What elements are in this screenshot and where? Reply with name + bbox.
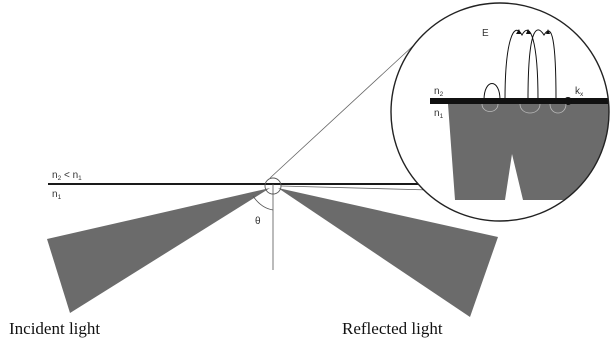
inset-label-outer-medium: n2 bbox=[434, 86, 444, 98]
label-angle: θ bbox=[255, 216, 261, 227]
zoom-connector-lower bbox=[280, 185, 431, 191]
caption-reflected: Reflected light bbox=[342, 319, 443, 338]
reflected-beam bbox=[278, 188, 498, 317]
field-arrow bbox=[516, 29, 521, 34]
inset-beam bbox=[448, 104, 609, 200]
field-arrow bbox=[546, 29, 550, 34]
field-loop bbox=[527, 29, 557, 101]
angle-arc bbox=[252, 195, 274, 211]
inset-label-wavevector: kx bbox=[575, 86, 584, 98]
inset-wavevector-dot bbox=[564, 97, 572, 105]
incident-beam bbox=[47, 188, 270, 313]
field-arrow bbox=[526, 29, 531, 34]
field-loop bbox=[549, 103, 567, 114]
label-outer-medium: n2 < n1 bbox=[52, 170, 82, 182]
inset-label-field: E bbox=[482, 28, 489, 39]
inset-label-inner-medium: n1 bbox=[434, 108, 444, 120]
field-loop bbox=[481, 103, 499, 112]
field-loop bbox=[483, 83, 501, 101]
field-loop bbox=[504, 29, 539, 101]
inset-magnified-view bbox=[391, 3, 609, 221]
label-inner-medium: n1 bbox=[52, 189, 62, 201]
inset-border bbox=[390, 2, 610, 222]
field-loop bbox=[519, 103, 541, 114]
caption-incident: Incident light bbox=[9, 319, 100, 338]
